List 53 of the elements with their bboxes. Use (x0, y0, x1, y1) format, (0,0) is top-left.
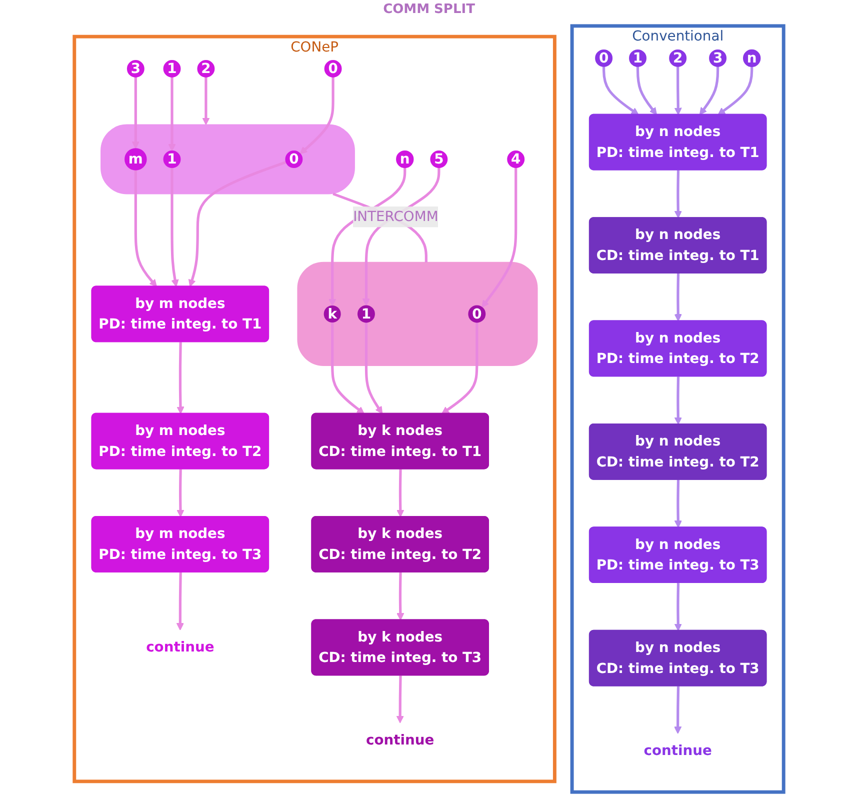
arrow (202, 77, 210, 126)
arrow (674, 273, 682, 322)
cluster (100, 124, 355, 194)
arrow (364, 322, 383, 414)
node-circle: 1 (629, 49, 646, 67)
arrow (674, 583, 682, 632)
node-text: continue (366, 732, 434, 748)
arrow (176, 469, 184, 518)
cluster (297, 262, 538, 366)
arrow (674, 170, 682, 218)
arrow (176, 342, 184, 414)
node-text: continue (644, 742, 712, 759)
arrow (674, 66, 682, 116)
node-circle: 0 (285, 150, 303, 168)
arrow (674, 376, 682, 425)
arrow (699, 66, 720, 116)
node-circle: n (743, 49, 761, 68)
arrow (674, 480, 682, 528)
node-circle: 2 (669, 49, 687, 67)
node-circle: 2 (197, 60, 215, 78)
node-circle: m (124, 148, 147, 170)
node-circle: 0 (468, 305, 486, 323)
arrow (482, 168, 518, 308)
node-circle: 1 (163, 150, 181, 168)
edge-label: INTERCOMM (353, 208, 438, 225)
note-text: COMM SPLIT (383, 2, 475, 17)
arrow (396, 469, 404, 518)
node-circle: k (324, 305, 341, 322)
node-circle: 3 (709, 49, 727, 67)
arrow (718, 66, 754, 116)
node-circle: 1 (163, 60, 181, 78)
arrow (300, 77, 334, 154)
node-circle: 5 (430, 150, 448, 168)
arrow (176, 572, 184, 630)
arrow (396, 572, 404, 620)
arrow (636, 66, 658, 116)
node-circle: 0 (324, 60, 342, 78)
node-text: continue (146, 638, 214, 656)
arrow (170, 168, 179, 287)
node-circle: 4 (507, 150, 525, 168)
arrow (168, 77, 176, 152)
arrow (674, 686, 682, 734)
arrow (396, 676, 404, 724)
arrow (442, 322, 478, 414)
arrow (132, 77, 140, 149)
node-circle: n (396, 150, 414, 168)
node-circle: 3 (126, 60, 144, 78)
arrow (188, 160, 287, 287)
arrow (331, 322, 364, 414)
arrow (602, 66, 639, 116)
node-circle: 1 (357, 305, 375, 323)
node-circle: 0 (595, 49, 613, 67)
arrow (134, 170, 158, 287)
